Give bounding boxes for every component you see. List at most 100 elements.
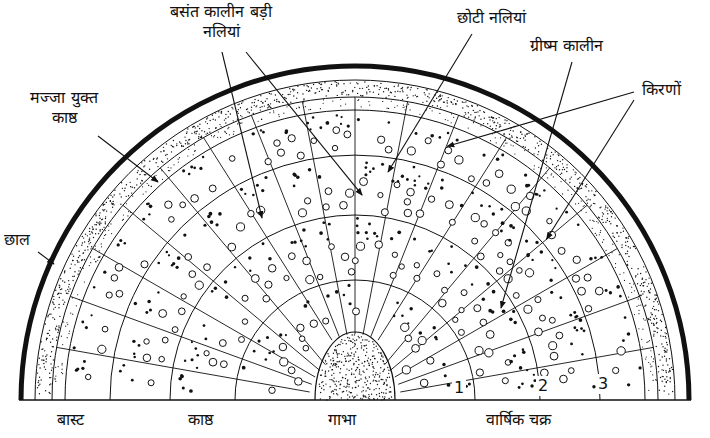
stipple-dot	[346, 386, 347, 387]
stipple-dot	[648, 319, 649, 320]
stipple-dot	[64, 271, 65, 272]
stipple-dot	[623, 272, 624, 273]
stipple-dot	[636, 306, 637, 307]
stipple-dot	[171, 145, 172, 146]
small-vessel	[224, 280, 228, 284]
stipple-dot	[362, 95, 363, 96]
stipple-dot	[498, 117, 499, 118]
small-vessel	[318, 175, 322, 179]
stipple-dot	[179, 141, 180, 142]
stipple-dot	[161, 161, 162, 162]
large-vessel	[524, 305, 532, 313]
stipple-dot	[337, 95, 338, 96]
stipple-dot	[374, 376, 375, 377]
stipple-dot	[96, 224, 97, 225]
small-vessel	[85, 326, 88, 329]
small-vessel	[536, 193, 538, 195]
stipple-dot	[322, 89, 323, 90]
stipple-dot	[363, 396, 364, 397]
stipple-dot	[657, 301, 658, 302]
stipple-dot	[666, 381, 667, 382]
stipple-dot	[602, 212, 603, 213]
large-vessel	[572, 275, 579, 282]
stipple-dot	[123, 219, 124, 220]
stipple-dot	[603, 239, 604, 240]
stipple-dot	[333, 393, 334, 394]
small-vessel	[214, 287, 217, 290]
large-vessel	[547, 218, 552, 223]
stipple-dot	[340, 368, 341, 369]
stipple-dot	[93, 237, 94, 238]
small-vessel	[177, 256, 181, 260]
small-vessel	[456, 138, 459, 141]
stipple-dot	[351, 341, 352, 342]
stipple-dot	[103, 204, 104, 205]
small-vessel	[444, 374, 447, 377]
large-vessel	[558, 247, 565, 254]
stipple-dot	[371, 394, 372, 395]
stipple-dot	[546, 161, 547, 162]
stipple-dot	[72, 260, 73, 261]
stipple-dot	[493, 117, 494, 118]
stipple-dot	[667, 364, 668, 365]
stipple-dot	[558, 165, 559, 166]
stipple-dot	[81, 245, 82, 246]
stipple-dot	[49, 330, 50, 331]
small-vessel	[554, 267, 556, 269]
large-vessel	[539, 315, 545, 321]
stipple-dot	[649, 292, 650, 293]
stipple-dot	[101, 243, 102, 244]
small-vessel	[519, 366, 523, 370]
stipple-dot	[650, 288, 651, 289]
stipple-dot	[609, 209, 610, 210]
stipple-dot	[220, 137, 221, 138]
large-vessel	[513, 293, 519, 299]
stipple-dot	[646, 297, 647, 298]
stipple-dot	[341, 361, 342, 362]
large-vessel	[159, 310, 167, 318]
large-vessel	[525, 269, 533, 277]
stipple-dot	[65, 290, 66, 291]
stipple-dot	[95, 215, 96, 216]
stipple-dot	[373, 347, 374, 348]
stipple-dot	[123, 214, 124, 215]
stipple-dot	[108, 198, 109, 199]
small-vessel	[290, 241, 293, 244]
stipple-dot	[666, 349, 667, 350]
stipple-dot	[341, 380, 342, 381]
stipple-dot	[296, 97, 297, 98]
stipple-dot	[308, 86, 309, 87]
stipple-dot	[228, 127, 229, 128]
stipple-dot	[451, 102, 452, 103]
small-vessel	[191, 358, 194, 361]
stipple-dot	[667, 344, 668, 345]
stipple-dot	[187, 155, 188, 156]
stipple-dot	[336, 393, 337, 394]
stipple-dot	[316, 88, 317, 89]
stipple-dot	[375, 372, 376, 373]
stipple-dot	[153, 159, 154, 160]
stipple-dot	[270, 106, 271, 107]
stipple-dot	[534, 165, 535, 166]
stipple-dot	[358, 99, 359, 100]
stipple-dot	[162, 162, 163, 163]
small-vessel	[518, 386, 521, 389]
stipple-dot	[377, 384, 378, 385]
stipple-dot	[267, 104, 268, 105]
stipple-dot	[402, 91, 403, 92]
stipple-dot	[425, 89, 426, 90]
stipple-dot	[626, 253, 627, 254]
stipple-dot	[432, 110, 433, 111]
stipple-dot	[225, 122, 226, 123]
stipple-dot	[342, 343, 343, 344]
small-vessel	[272, 350, 275, 353]
bark-outer	[21, 66, 689, 400]
stipple-dot	[84, 250, 85, 251]
stipple-dot	[446, 100, 447, 101]
large-vessel	[416, 210, 424, 218]
stipple-dot	[662, 376, 663, 377]
small-vessel	[526, 253, 530, 257]
stipple-dot	[131, 192, 132, 193]
stipple-dot	[402, 107, 403, 108]
stipple-dot	[292, 89, 293, 90]
